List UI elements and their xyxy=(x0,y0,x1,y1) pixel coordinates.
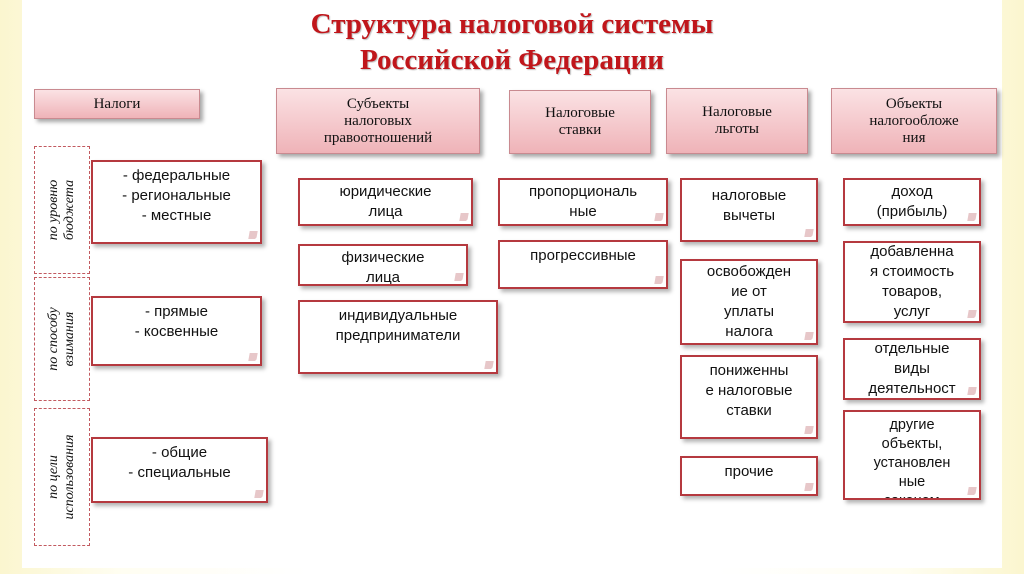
benefits-item-text: прочие xyxy=(724,463,774,480)
benefits-item-text: налоговые вычеты xyxy=(711,187,787,224)
objects-item: другие объекты, установлен ные законом xyxy=(843,410,981,500)
header-rates: Налоговые ставки xyxy=(509,90,651,154)
subjects-item-text: индивидуальные предприниматели xyxy=(335,307,461,344)
tax-box-method: - прямые - косвенные xyxy=(91,296,262,366)
tax-box-budget-text: - федеральные - региональные - местные xyxy=(122,167,231,224)
rates-item-text: прогрессивные xyxy=(530,247,636,264)
subjects-item: физические лица xyxy=(298,244,468,286)
header-rates-label: Налоговые ставки xyxy=(545,105,615,138)
objects-item-text: доход (прибыль) xyxy=(876,183,948,220)
side-label-method-text: по способу взимания xyxy=(46,307,77,371)
header-objects-label: Объекты налогообложе ния xyxy=(869,95,959,146)
subjects-item: индивидуальные предприниматели xyxy=(298,300,498,374)
subjects-item-text: физические лица xyxy=(341,249,425,286)
benefits-item: прочие xyxy=(680,456,818,496)
objects-item-text: отдельные виды деятельност xyxy=(868,340,956,397)
title-line-2: Российской Федерации xyxy=(359,44,664,76)
objects-item-text: другие объекты, установлен ные законом xyxy=(873,417,951,498)
rates-item-text: пропорциональ ные xyxy=(528,183,638,220)
side-label-method: по способу взимания xyxy=(34,277,90,401)
objects-item: отдельные виды деятельност xyxy=(843,338,981,400)
subjects-item-text: юридические лица xyxy=(339,183,432,220)
objects-item: добавленна я стоимость товаров, услуг xyxy=(843,241,981,323)
side-label-budget-text: по уровню бюджета xyxy=(46,179,77,241)
header-benefits: Налоговые льготы xyxy=(666,88,808,154)
page-title: Структура налоговой системы Российской Ф… xyxy=(0,6,1024,78)
benefits-item: налоговые вычеты xyxy=(680,178,818,242)
rates-item: пропорциональ ные xyxy=(498,178,668,226)
tax-box-method-text: - прямые - косвенные xyxy=(134,303,219,340)
title-line-1: Структура налоговой системы xyxy=(310,8,714,40)
side-label-purpose-text: по цели использования xyxy=(46,434,77,520)
header-benefits-label: Налоговые льготы xyxy=(702,104,772,137)
header-objects: Объекты налогообложе ния xyxy=(831,88,997,154)
objects-item: доход (прибыль) xyxy=(843,178,981,226)
side-label-budget: по уровню бюджета xyxy=(34,146,90,274)
benefits-item: освобожден ие от уплаты налога xyxy=(680,259,818,345)
tax-box-budget: - федеральные - региональные - местные xyxy=(91,160,262,244)
header-taxes-label: Налоги xyxy=(93,95,141,112)
objects-item-text: добавленна я стоимость товаров, услуг xyxy=(869,243,955,320)
subjects-item: юридические лица xyxy=(298,178,473,226)
header-subjects-label: Субъекты налоговых правоотношений xyxy=(323,95,433,146)
header-subjects: Субъекты налоговых правоотношений xyxy=(276,88,480,154)
benefits-item-text: пониженны е налоговые ставки xyxy=(705,362,793,419)
side-label-purpose: по цели использования xyxy=(34,408,90,546)
tax-box-purpose-text: - общие - специальные xyxy=(128,444,231,481)
benefits-item: пониженны е налоговые ставки xyxy=(680,355,818,439)
rates-item: прогрессивные xyxy=(498,240,668,289)
tax-box-purpose: - общие - специальные xyxy=(91,437,268,503)
benefits-item-text: освобожден ие от уплаты налога xyxy=(706,263,792,340)
header-taxes: Налоги xyxy=(34,89,200,119)
